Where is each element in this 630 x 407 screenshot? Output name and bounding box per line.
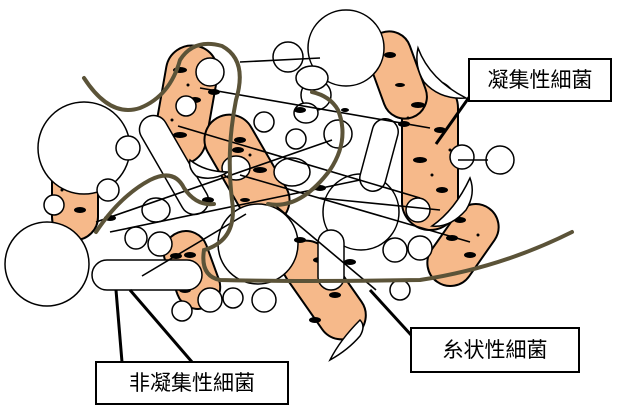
small-particle (195, 57, 225, 87)
leader-non-aggregating (128, 289, 194, 363)
large-particle (4, 221, 90, 307)
crescent (328, 318, 364, 362)
crescent (416, 45, 469, 99)
large-particle (217, 203, 299, 285)
medium-particle (295, 65, 329, 91)
filament (94, 173, 216, 234)
label-non-aggregating-bacteria: 非凝集性細菌 (95, 361, 289, 405)
small-particle (175, 95, 197, 117)
small-particle (323, 119, 353, 149)
small-particle (285, 128, 307, 150)
small-particle (382, 237, 408, 263)
small-particle (171, 300, 193, 322)
label-filamentous-bacteria: 糸状性細菌 (410, 327, 580, 373)
small-particle (407, 235, 433, 261)
small-particle (197, 287, 223, 313)
small-particle (96, 178, 120, 202)
small-particle (124, 226, 148, 250)
small-particle (449, 144, 475, 170)
crescent (429, 176, 473, 227)
filamentous-bacteria-strands (82, 41, 574, 283)
small-particle (43, 194, 65, 216)
rod-cell (317, 229, 345, 291)
small-particle (485, 145, 515, 175)
small-particle (405, 197, 431, 223)
leader-filamentous (368, 288, 414, 338)
filament (266, 90, 345, 207)
filament (82, 41, 574, 283)
strand-nodes (104, 89, 458, 265)
small-particle (253, 111, 275, 133)
small-particle (222, 287, 244, 309)
small-particle (147, 231, 173, 257)
crescent-particles (188, 45, 473, 362)
leader-aggregating (434, 95, 472, 145)
small-particle (115, 135, 141, 161)
non-aggregating-rods (91, 114, 399, 291)
rod-cell (91, 259, 203, 291)
small-particle (251, 287, 277, 313)
non-aggregating-particles (4, 9, 515, 322)
leader-non-aggregating (114, 289, 124, 363)
large-particle (307, 9, 385, 87)
label-leader-lines (114, 95, 472, 363)
label-aggregating-bacteria: 凝集性細菌 (468, 58, 612, 102)
medium-particle (273, 157, 311, 187)
rod-cell (359, 118, 399, 192)
crescent (188, 158, 231, 179)
aggregating-bacterium (426, 202, 500, 288)
small-particle (389, 279, 411, 301)
small-particle (272, 41, 304, 73)
